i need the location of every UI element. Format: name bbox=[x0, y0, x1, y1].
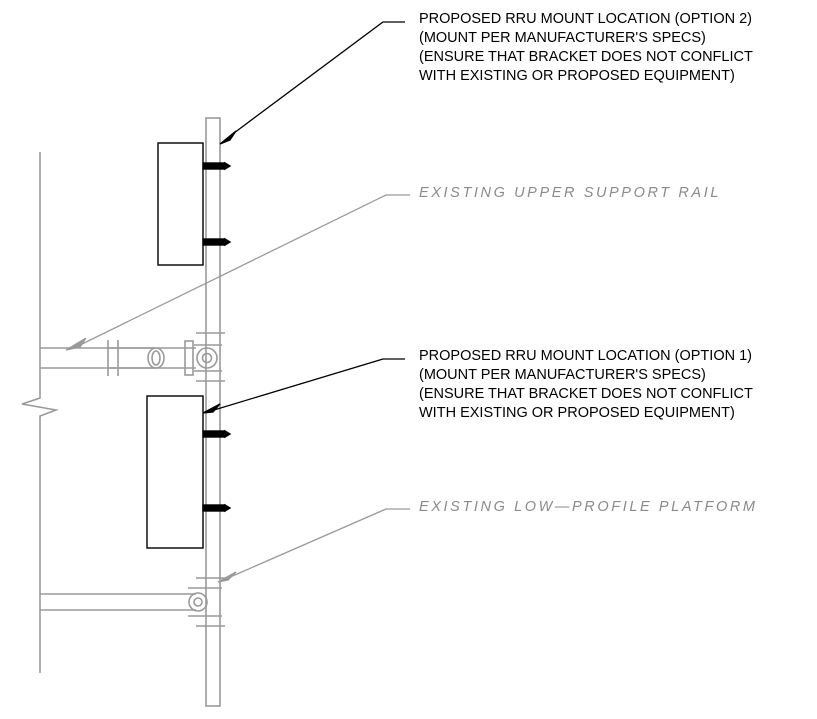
leader-option-2 bbox=[219, 21, 405, 145]
upper-support-rail bbox=[40, 332, 225, 382]
note-upper-support-rail: EXISTING UPPER SUPPORT RAIL bbox=[419, 185, 721, 201]
note-option-2-line-1: PROPOSED RRU MOUNT LOCATION (OPTION 2) bbox=[419, 11, 752, 27]
leader-platform bbox=[217, 508, 410, 583]
rru-option-2 bbox=[157, 142, 204, 266]
rru-option-1-brackets bbox=[202, 429, 232, 513]
note-option-2-line-3: (ENSURE THAT BRACKET DOES NOT CONFLICT bbox=[419, 49, 753, 65]
note-option-1-line-3: (ENSURE THAT BRACKET DOES NOT CONFLICT bbox=[419, 386, 753, 402]
rru-option-1 bbox=[146, 395, 204, 549]
note-option-1-line-4: WITH EXISTING OR PROPOSED EQUIPMENT) bbox=[419, 405, 735, 421]
low-profile-platform bbox=[40, 577, 225, 627]
existing-structure bbox=[21, 117, 225, 707]
rru-option-2-brackets bbox=[202, 161, 232, 247]
proposed-equipment bbox=[146, 142, 232, 549]
note-option-1-line-2: (MOUNT PER MANUFACTURER'S SPECS) bbox=[419, 367, 706, 383]
leader-upper-rail bbox=[65, 194, 410, 351]
leader-option-1 bbox=[202, 358, 405, 414]
tower-leg-break-line bbox=[21, 152, 60, 673]
note-low-profile-platform: EXISTING LOW—PROFILE PLATFORM bbox=[419, 499, 758, 515]
note-option-1-line-1: PROPOSED RRU MOUNT LOCATION (OPTION 1) bbox=[419, 348, 752, 364]
note-option-2-line-2: (MOUNT PER MANUFACTURER'S SPECS) bbox=[419, 30, 706, 46]
note-option-2-line-4: WITH EXISTING OR PROPOSED EQUIPMENT) bbox=[419, 68, 735, 84]
note-option-1: PROPOSED RRU MOUNT LOCATION (OPTION 1) (… bbox=[419, 347, 753, 423]
note-option-2: PROPOSED RRU MOUNT LOCATION (OPTION 2) (… bbox=[419, 10, 753, 86]
